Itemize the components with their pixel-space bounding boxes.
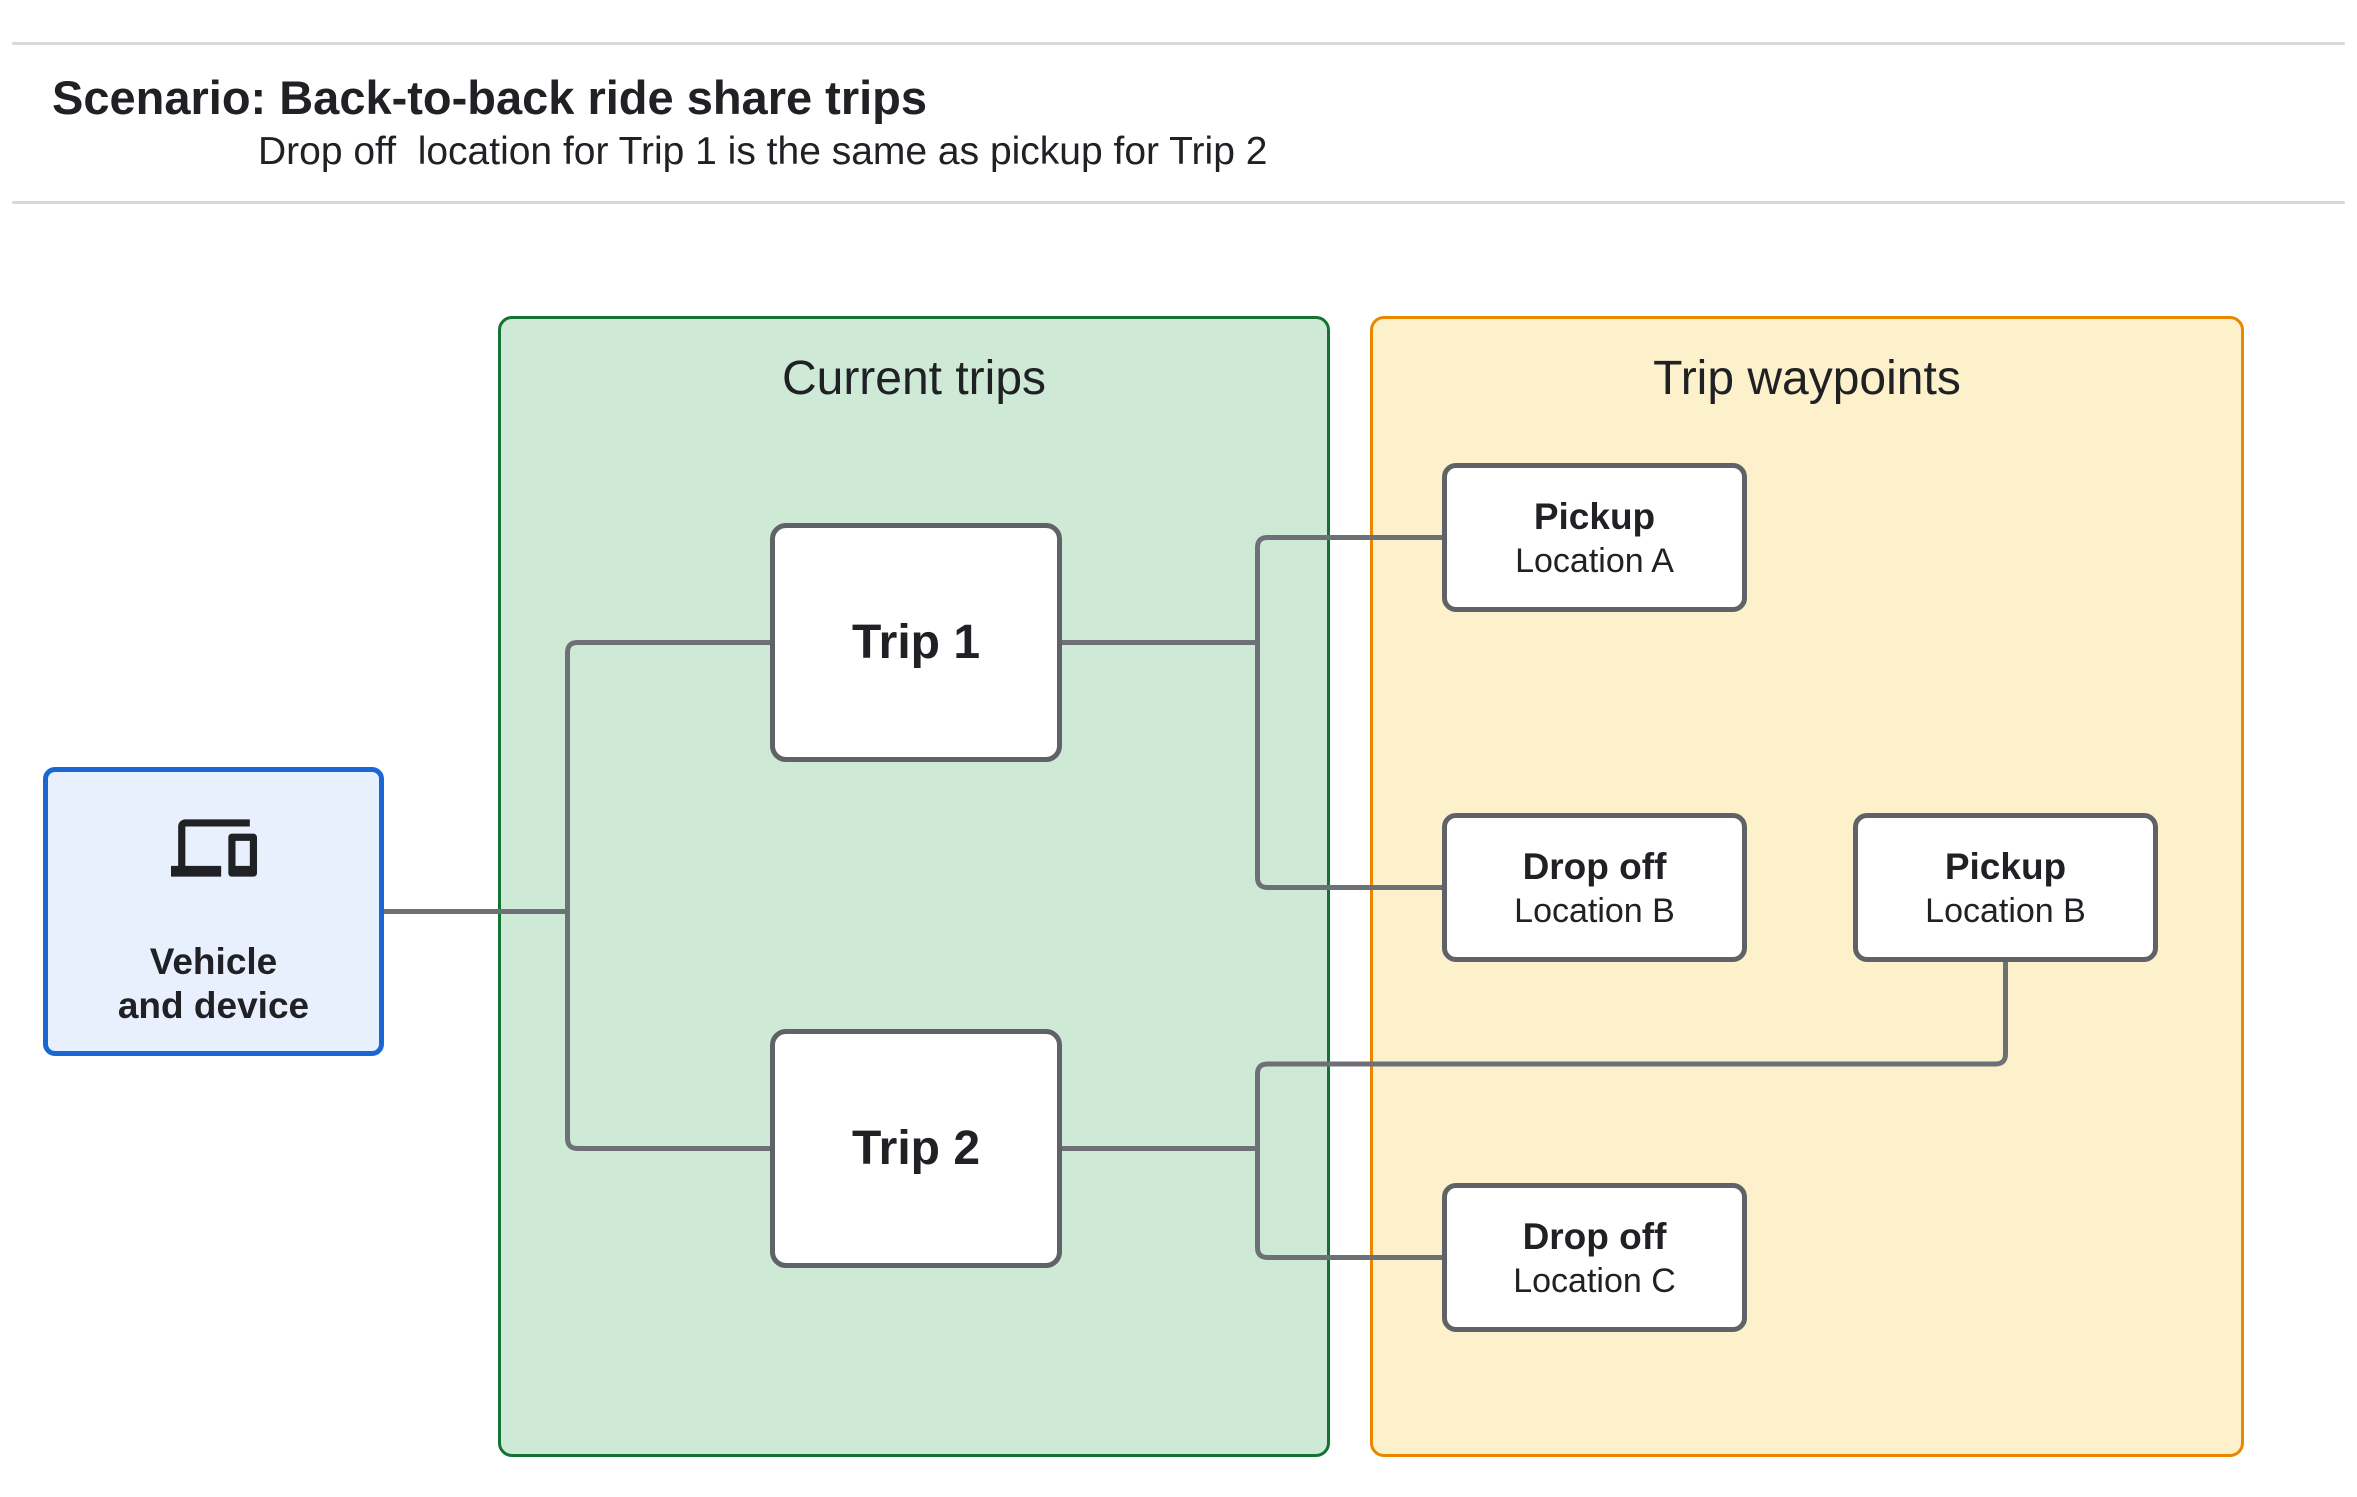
waypoint-dropoff-location-b: Drop off Location B xyxy=(1442,813,1747,962)
waypoint-location: Location B xyxy=(1925,891,2086,930)
top-divider xyxy=(12,42,2345,45)
header-bottom-divider xyxy=(12,201,2345,204)
page-subtitle: Drop off location for Trip 1 is the same… xyxy=(258,130,1268,173)
vehicle-node: Vehicle and device xyxy=(43,767,384,1056)
waypoint-type: Drop off xyxy=(1522,845,1667,887)
waypoint-type: Pickup xyxy=(1533,495,1656,537)
trip-1-label: Trip 1 xyxy=(851,616,981,669)
vehicle-label: Vehicle and device xyxy=(118,940,309,1028)
devices-icon xyxy=(170,805,257,891)
trip-2-node: Trip 2 xyxy=(770,1029,1062,1268)
trip-waypoints-title: Trip waypoints xyxy=(1653,352,1961,405)
vehicle-label-line1: Vehicle xyxy=(149,941,278,982)
waypoint-type: Pickup xyxy=(1944,845,2067,887)
page-title: Scenario: Back-to-back ride share trips xyxy=(52,71,928,124)
trip-1-node: Trip 1 xyxy=(770,523,1062,762)
vehicle-label-line2: and device xyxy=(117,985,310,1026)
waypoint-location: Location C xyxy=(1513,1261,1676,1300)
waypoint-type: Drop off xyxy=(1522,1215,1667,1257)
waypoint-pickup-location-a: Pickup Location A xyxy=(1442,463,1747,612)
current-trips-panel: Current trips xyxy=(498,316,1330,1457)
waypoint-location: Location A xyxy=(1515,541,1674,580)
waypoint-pickup-location-b: Pickup Location B xyxy=(1853,813,2158,962)
waypoint-dropoff-location-c: Drop off Location C xyxy=(1442,1183,1747,1332)
current-trips-title: Current trips xyxy=(781,352,1047,405)
waypoint-location: Location B xyxy=(1514,891,1675,930)
trip-2-label: Trip 2 xyxy=(851,1122,981,1175)
